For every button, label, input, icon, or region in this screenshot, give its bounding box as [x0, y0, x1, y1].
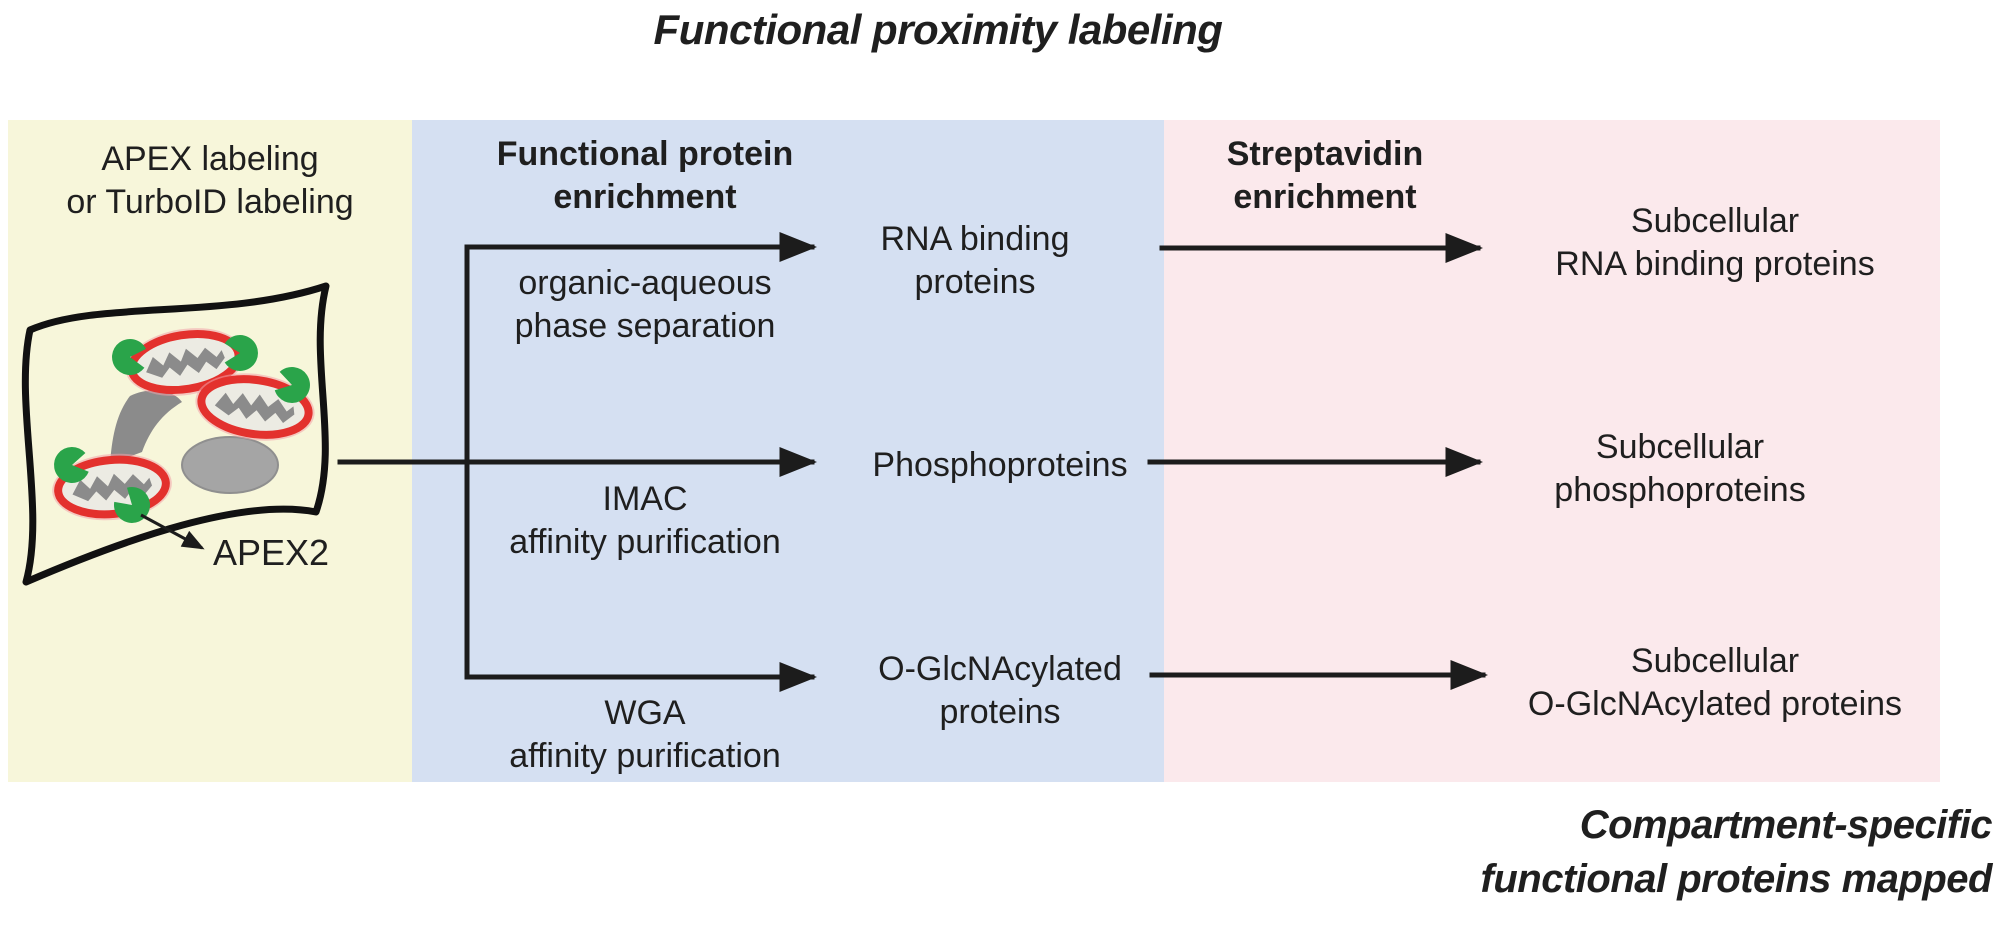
apex-labeling-heading: APEX labeling or TurboID labeling: [8, 138, 412, 224]
output-label-line: Subcellular: [1595, 428, 1765, 466]
apex-labeling-heading-line1: APEX labeling: [101, 140, 319, 178]
organelle-icon: [110, 390, 182, 464]
output-label-line: Subcellular: [1630, 202, 1800, 240]
method-label-line: phase separation: [514, 306, 776, 345]
output-label-line: phosphoproteins: [1554, 470, 1806, 509]
product-label-line: proteins: [939, 692, 1061, 731]
nucleus-icon: [181, 436, 279, 494]
method-wga: WGA affinity purification: [430, 692, 860, 778]
cell-membrane-outline: [21, 282, 330, 586]
product-label-line: RNA binding: [880, 220, 1070, 258]
footer-caption-line2: functional proteins mapped: [1480, 857, 1993, 901]
product-label-line: Phosphoproteins: [872, 446, 1128, 484]
output-subcellular-phosphoproteins: Subcellular phosphoproteins: [1470, 426, 1890, 512]
method-label-line: WGA: [604, 694, 686, 732]
method-label-line: organic-aqueous: [518, 264, 772, 302]
product-phosphoproteins: Phosphoproteins: [820, 444, 1180, 487]
product-rna-binding-proteins: RNA binding proteins: [820, 218, 1130, 304]
output-label-line: Subcellular: [1630, 642, 1800, 680]
streptavidin-heading: Streptavidin enrichment: [1170, 133, 1480, 219]
apex2-label: APEX2: [213, 532, 329, 573]
method-label-line: affinity purification: [509, 522, 781, 561]
product-label-line: O-GlcNAcylated: [878, 650, 1122, 688]
apex-labeling-heading-line2: or TurboID labeling: [66, 182, 354, 221]
output-label-line: RNA binding proteins: [1555, 244, 1875, 283]
output-subcellular-oglcnacylated: Subcellular O-GlcNAcylated proteins: [1490, 640, 1940, 726]
cell-illustration: APEX2: [21, 282, 330, 586]
diagram-title: Functional proximity labeling: [653, 6, 1223, 53]
product-label-line: proteins: [914, 262, 1036, 301]
apex2-callout-arrow: [140, 513, 205, 550]
method-label-line: affinity purification: [509, 736, 781, 775]
footer-caption-line1: Compartment-specific: [1579, 803, 1993, 847]
method-imac: IMAC affinity purification: [430, 478, 860, 564]
method-phase-separation: organic-aqueous phase separation: [430, 262, 860, 348]
functional-enrichment-heading: Functional protein enrichment: [425, 133, 865, 219]
functional-enrichment-heading-line1: Functional protein: [496, 135, 794, 173]
output-label-line: O-GlcNAcylated proteins: [1527, 684, 1903, 723]
functional-enrichment-heading-line2: enrichment: [553, 177, 737, 216]
method-label-line: IMAC: [602, 480, 688, 518]
output-subcellular-rna-binding: Subcellular RNA binding proteins: [1490, 200, 1940, 286]
streptavidin-heading-line1: Streptavidin: [1226, 135, 1424, 173]
footer-caption: Compartment-specific functional proteins…: [1232, 798, 1993, 906]
panel-streptavidin-enrichment: [1164, 120, 1940, 782]
product-oglcnacylated-proteins: O-GlcNAcylated proteins: [820, 648, 1180, 734]
streptavidin-heading-line2: enrichment: [1233, 177, 1417, 216]
